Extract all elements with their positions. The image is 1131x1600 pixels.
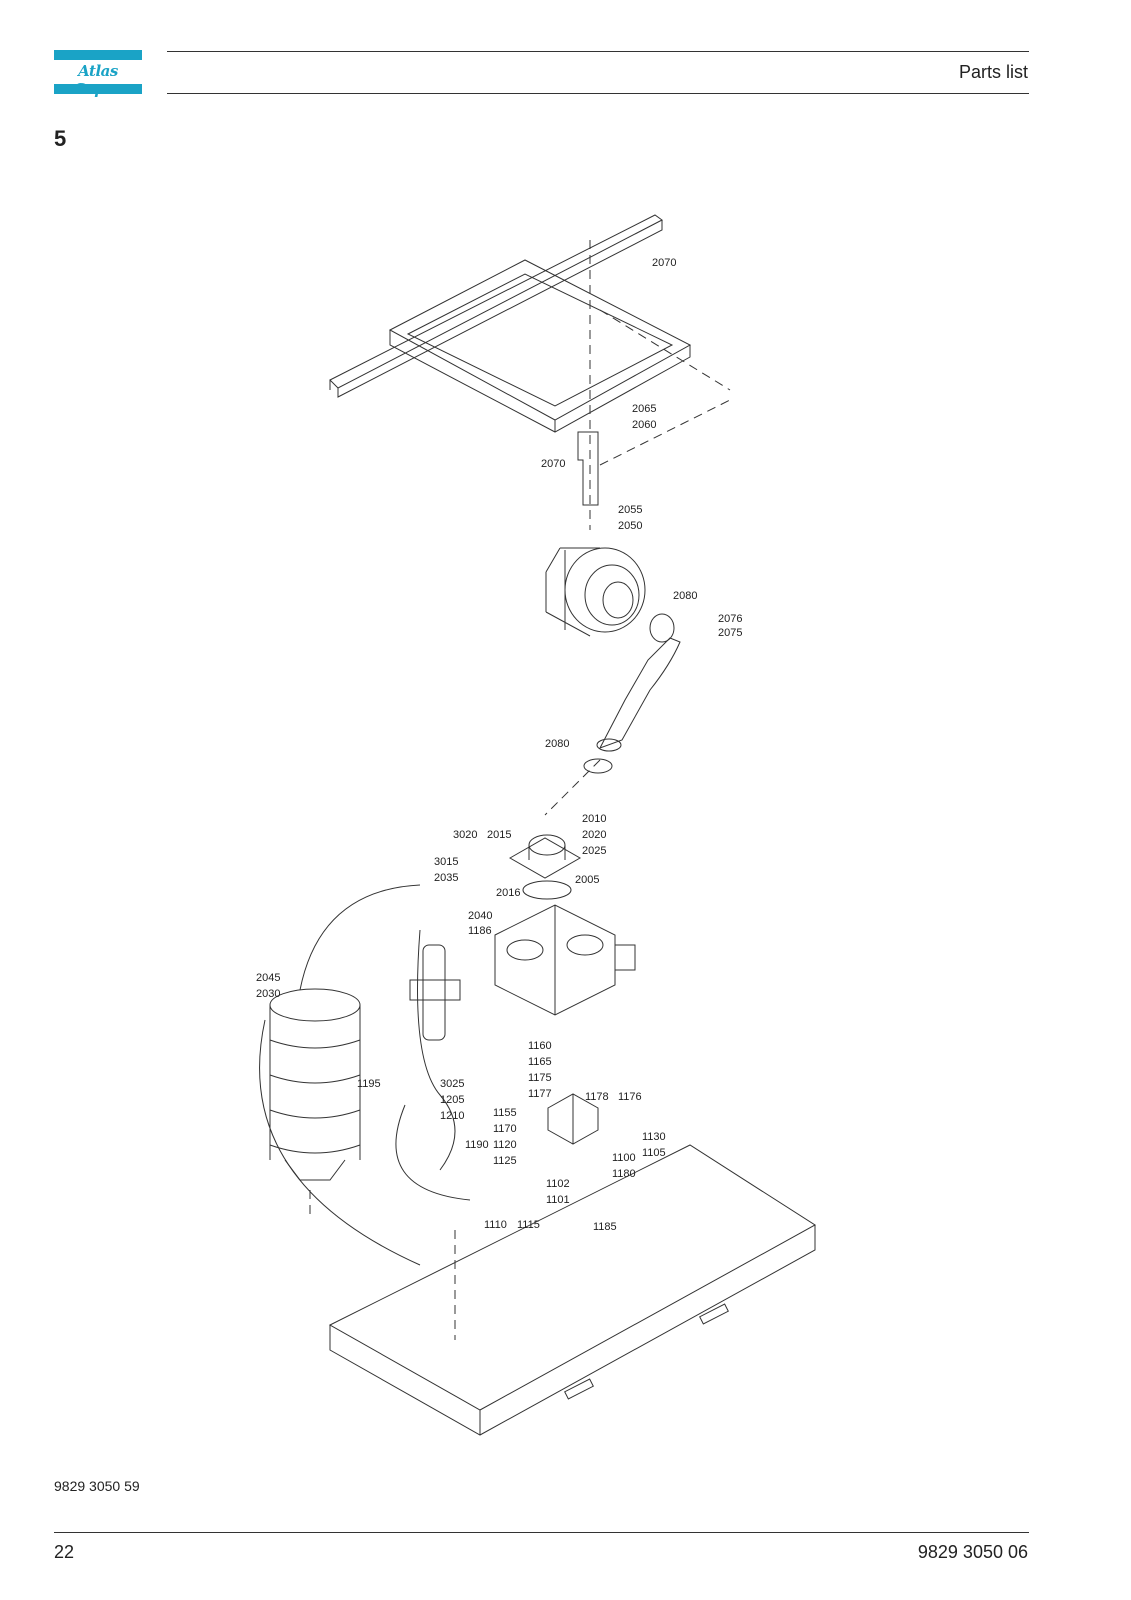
header-title: Parts list: [958, 62, 1028, 82]
compressor-element: [494, 904, 636, 1016]
callout-1125: 1125: [493, 1155, 517, 1167]
callout-1165: 1165: [528, 1056, 552, 1068]
callout-2015: 2015: [487, 829, 511, 841]
callout-2020: 2020: [582, 829, 606, 841]
callout-2076: 2076: [718, 613, 742, 625]
callout-1186: 1186: [468, 925, 492, 937]
callout-1120: 1120: [493, 1139, 517, 1151]
callout-2080-clamp: 2080: [673, 590, 697, 602]
callout-2030: 2030: [256, 988, 280, 1000]
callout-2050: 2050: [618, 520, 642, 532]
section-number: 5: [54, 126, 67, 151]
logo-bar-top: [54, 50, 142, 60]
callout-2080-hose: 2080: [545, 738, 569, 750]
callout-1177: 1177: [528, 1088, 552, 1100]
air-filter: [545, 547, 646, 637]
callout-1210: 1210: [440, 1110, 464, 1122]
callout-1130: 1130: [642, 1131, 666, 1143]
callout-1101: 1101: [546, 1194, 570, 1206]
callout-3025: 3025: [440, 1078, 464, 1090]
callout-2060: 2060: [632, 419, 656, 431]
hoses: [259, 884, 471, 1266]
document-number: 9829 3050 06: [917, 1542, 1028, 1562]
header-rule-top: [167, 51, 1029, 52]
callout-2045: 2045: [256, 972, 280, 984]
callout-1100: 1100: [612, 1152, 636, 1164]
callout-2025: 2025: [582, 845, 606, 857]
intake-hose: [596, 637, 681, 752]
page-number: 22: [54, 1542, 75, 1562]
callout-2035: 2035: [434, 872, 458, 884]
atlas-copco-logo: Atlas Copco: [54, 50, 142, 98]
oil-stop-valve: [547, 1093, 599, 1145]
frame-top: [388, 259, 692, 433]
callout-1115: 1115: [517, 1219, 540, 1231]
callout-1195: 1195: [357, 1078, 381, 1090]
base-frame: [328, 1144, 816, 1436]
bracket: [577, 431, 599, 506]
callout-1180: 1180: [612, 1168, 636, 1180]
callout-2005: 2005: [575, 874, 599, 886]
callout-2070-bracket: 2070: [541, 458, 565, 470]
callout-1185: 1185: [593, 1221, 617, 1233]
callout-2075: 2075: [718, 627, 742, 639]
logo-bar-bottom: [54, 84, 142, 94]
hose-clamps: [583, 613, 675, 774]
callout-2070-top: 2070: [652, 257, 676, 269]
callout-1170: 1170: [493, 1123, 517, 1135]
drawing-reference: 9829 3050 59: [54, 1478, 140, 1494]
callout-1178: 1178: [585, 1091, 609, 1103]
callout-1160: 1160: [528, 1040, 552, 1052]
frame-rail: [329, 214, 663, 398]
callout-1205: 1205: [440, 1094, 464, 1106]
oil-filter: [409, 944, 461, 1041]
callout-1102: 1102: [546, 1178, 570, 1190]
oil-separator-tank: [269, 988, 361, 1181]
callout-1110: 1110: [484, 1219, 507, 1231]
header-rule-bottom: [167, 93, 1029, 94]
callout-1155: 1155: [493, 1107, 517, 1119]
callout-2065: 2065: [632, 403, 656, 415]
callout-3020: 3020: [453, 829, 477, 841]
callout-2010: 2010: [582, 813, 606, 825]
callout-1176: 1176: [618, 1091, 642, 1103]
callout-1105: 1105: [642, 1147, 666, 1159]
footer-rule: [54, 1532, 1029, 1533]
inlet-valve: [508, 834, 582, 900]
callout-1190: 1190: [465, 1139, 489, 1151]
callout-2040: 2040: [468, 910, 492, 922]
callout-3015: 3015: [434, 856, 458, 868]
callout-1175: 1175: [528, 1072, 552, 1084]
callout-2055: 2055: [618, 504, 642, 516]
callout-2016: 2016: [496, 887, 520, 899]
